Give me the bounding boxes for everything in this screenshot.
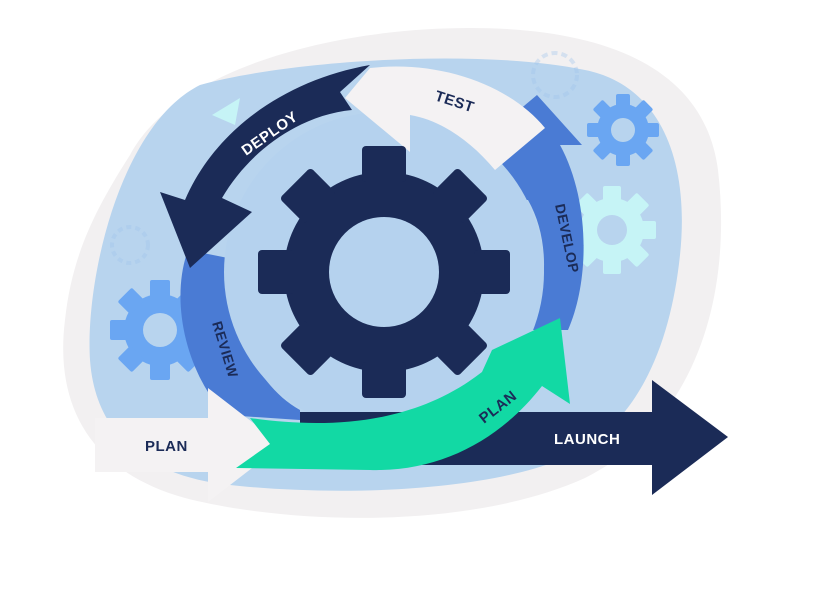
gear-icon (587, 94, 659, 166)
gear-icon (110, 225, 150, 265)
gear-icon (531, 51, 579, 99)
central-gear-icon (258, 146, 510, 398)
gear-icon (568, 186, 656, 274)
accent-shape (212, 98, 240, 125)
test-arrow (345, 66, 545, 170)
deploy-arrow (160, 65, 370, 268)
launch-arrow (300, 380, 728, 495)
label-launch: LAUNCH (554, 431, 620, 448)
label-plan-left: PLAN (145, 438, 188, 455)
plan-arc-arrow (236, 318, 570, 471)
plan-left-arrow (95, 388, 282, 502)
